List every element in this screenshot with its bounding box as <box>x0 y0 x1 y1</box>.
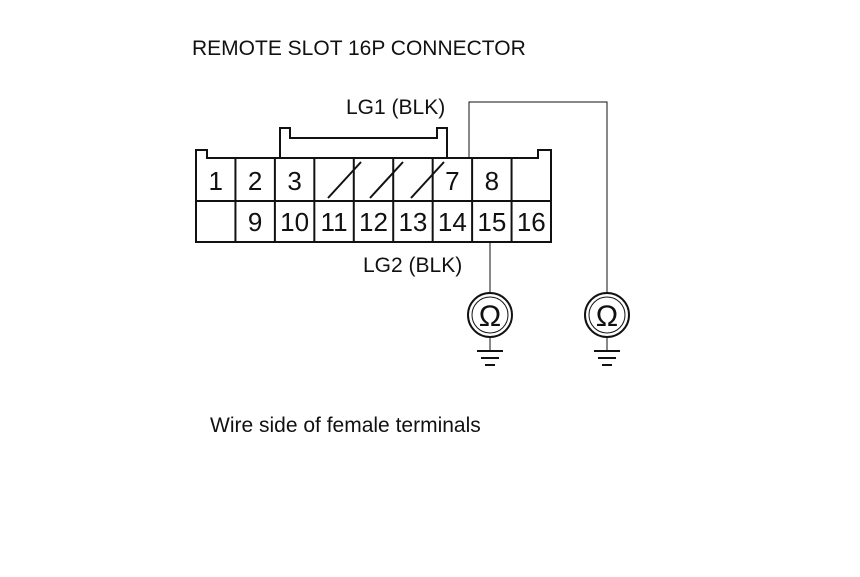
wire-lg1 <box>468 101 608 292</box>
pin-label: 11 <box>321 207 348 237</box>
connector-latch <box>279 127 448 158</box>
connector-housing <box>195 149 552 243</box>
top-wire-label: LG1 (BLK) <box>346 96 445 119</box>
ohmmeter-symbol: Ω <box>479 300 501 333</box>
pin-label: 1 <box>208 166 222 196</box>
ohmmeter-symbol: Ω <box>596 300 618 333</box>
pin-label: 7 <box>445 166 459 196</box>
pin-label: 9 <box>248 207 262 237</box>
ohmmeter-icon: Ω <box>584 292 630 338</box>
bottom-wire-label: LG2 (BLK) <box>363 254 462 277</box>
pin-label: 2 <box>248 166 262 196</box>
bottom-row-pins: 9 10 11 12 13 14 15 16 <box>248 207 546 237</box>
pin-label: 3 <box>287 166 301 196</box>
pin-label: 15 <box>477 207 506 237</box>
ground-icon <box>594 337 620 366</box>
pin-label: 8 <box>485 166 499 196</box>
caption: Wire side of female terminals <box>210 414 481 437</box>
pin-label: 13 <box>398 207 427 237</box>
diagram-title: REMOTE SLOT 16P CONNECTOR <box>192 37 526 60</box>
ground-icon <box>477 337 503 366</box>
pin-label: 14 <box>438 207 467 237</box>
pin-label: 10 <box>280 207 309 237</box>
blank-cavities <box>327 161 445 199</box>
ohmmeter-icon: Ω <box>467 292 513 338</box>
pin-label: 12 <box>359 207 388 237</box>
pin-label: 16 <box>517 207 546 237</box>
